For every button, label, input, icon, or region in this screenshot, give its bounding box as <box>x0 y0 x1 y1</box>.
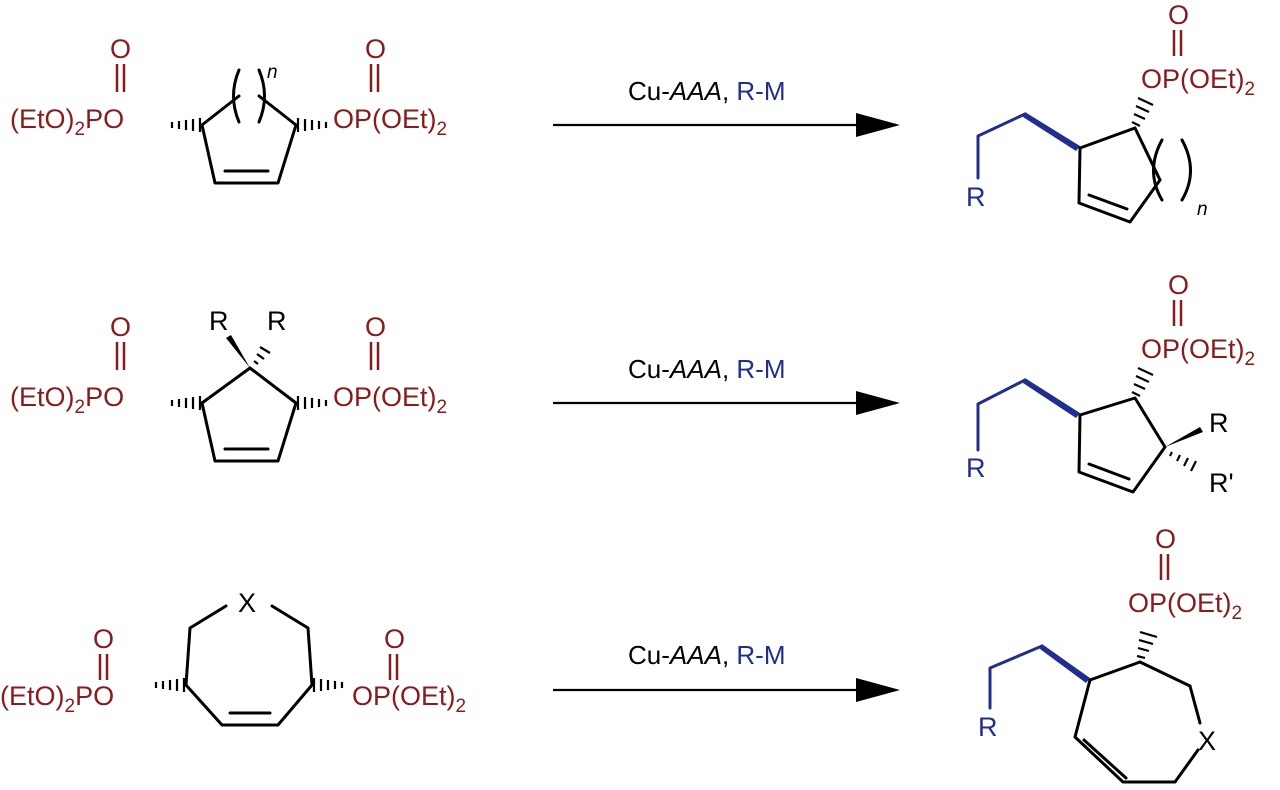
row3-right-P-oxygen: O <box>384 624 405 654</box>
row2-arrow: Cu-AAA, R-M <box>553 354 900 415</box>
row1-right-phosphate: OP(OEt)2 <box>333 104 447 140</box>
row3-right-phosphate: OP(OEt)2 <box>352 681 466 717</box>
row1-product-R: R <box>966 182 986 212</box>
row1-bridge-paren-right <box>257 68 266 124</box>
row2-right-P-oxygen: O <box>365 312 386 342</box>
row1-product-P-oxygen: O <box>1168 0 1189 30</box>
row3-reactant: X O (EtO)2PO O OP(OEt)2 <box>0 588 466 727</box>
row2-R-right: R <box>267 306 287 336</box>
row3-left-phosphate: (EtO)2PO <box>0 681 114 717</box>
row2-product-phosphate: OP(OEt)2 <box>1141 334 1255 370</box>
row1-left-P-oxygen: O <box>110 34 131 64</box>
row3-hash-right <box>312 678 344 692</box>
row1-ring-bonds <box>200 123 298 185</box>
row1-left-phosphate: (EtO)2PO <box>10 104 124 140</box>
row3-product-ring <box>1073 678 1200 784</box>
row1-bridge-bond-left <box>200 94 241 127</box>
row1-bridge-paren-left <box>232 68 241 124</box>
row2-product-R: R <box>966 453 986 483</box>
row3-product-P-oxygen: O <box>1155 524 1176 554</box>
row1-ring-index: n <box>267 62 278 83</box>
row2-reagent: Cu-AAA, R-M <box>628 354 785 384</box>
row3-arrow: Cu-AAA, R-M <box>553 640 900 702</box>
row2-right-phosphate: OP(OEt)2 <box>333 382 447 418</box>
row1-hash-left <box>170 118 202 132</box>
row2-reactant: R R O (EtO)2PO O OP(OEt)2 <box>10 306 447 463</box>
row2-product-P-oxygen: O <box>1168 270 1189 300</box>
row1-product-phosphate: OP(OEt)2 <box>1141 64 1255 100</box>
row1-arrow: Cu-AAA, R-M <box>553 76 900 137</box>
row1-reactant: n O (EtO)2PO O OP(OEt)2 <box>10 34 447 185</box>
row1-product-wedge <box>1023 112 1080 151</box>
row2-ring-bonds <box>200 401 298 463</box>
row2-left-phosphate: (EtO)2PO <box>10 382 124 418</box>
row2-hash-right <box>296 396 328 410</box>
row2-product-R: R <box>1209 408 1229 438</box>
row2-R-left: R <box>209 306 229 336</box>
row1-product-ring-index: n <box>1197 199 1208 220</box>
row1-right-P-oxygen: O <box>365 34 386 64</box>
row2-hash-top <box>253 346 271 365</box>
row3-reagent: Cu-AAA, R-M <box>628 640 785 670</box>
row3-X: X <box>238 588 256 618</box>
row2-left-P-oxygen: O <box>110 312 131 342</box>
row1-product: R n O OP(OEt)2 <box>966 0 1255 224</box>
row3-product-X: X <box>1198 726 1216 756</box>
row1-reagent: Cu-AAA, R-M <box>628 76 785 106</box>
row3-hash-left <box>154 678 186 692</box>
row2-hash-left <box>170 396 202 410</box>
row3-left-P-oxygen: O <box>93 624 114 654</box>
row3-ring-bonds <box>184 604 314 727</box>
row3-product-phosphate: OP(OEt)2 <box>1128 588 1242 624</box>
row3-product: R X O OP(OEt)2 <box>978 524 1242 784</box>
row1-bridge-bond-right <box>257 94 298 127</box>
row1-hash-right <box>296 118 328 132</box>
row2-product: R R R' O OP(OEt)2 <box>966 270 1255 498</box>
row1-product-ring <box>1077 146 1162 224</box>
row1-product-chain <box>976 112 1027 180</box>
row2-product-R-prime: R' <box>1209 468 1234 498</box>
row3-product-R: R <box>978 712 998 742</box>
